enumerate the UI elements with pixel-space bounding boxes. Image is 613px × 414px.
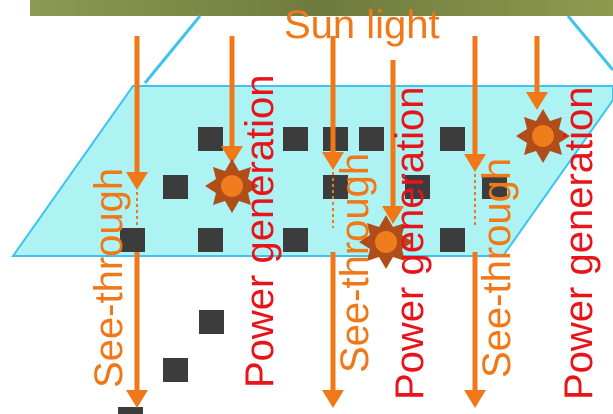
label-power-generation-2: Power generation bbox=[388, 86, 432, 400]
solar-cell bbox=[199, 310, 224, 334]
solar-cell bbox=[323, 175, 348, 199]
solar-cell bbox=[482, 175, 507, 199]
arrow-power-1 bbox=[221, 36, 243, 164]
background-photo-strip bbox=[30, 0, 613, 16]
upper-frame bbox=[143, 15, 613, 84]
label-see-through-1: See-through bbox=[87, 168, 131, 388]
solar-cell bbox=[283, 228, 308, 252]
label-power-generation-3: Power generation bbox=[557, 86, 601, 400]
power-burst-1 bbox=[205, 159, 259, 213]
sunlight-arrows bbox=[126, 36, 548, 408]
arrow-power-3 bbox=[526, 36, 548, 110]
solar-cell bbox=[163, 175, 188, 199]
solar-cell bbox=[120, 228, 145, 252]
arrow-see-through-3 bbox=[464, 36, 486, 408]
solar-cell bbox=[198, 127, 223, 151]
solar-cell bbox=[118, 407, 143, 414]
diagram-title: Sun light bbox=[284, 3, 440, 47]
power-burst-3 bbox=[516, 109, 570, 163]
arrow-power-2 bbox=[382, 60, 404, 224]
label-see-through-3: See-through bbox=[475, 158, 519, 378]
label-power-generation-1: Power generation bbox=[238, 74, 282, 388]
solar-cell bbox=[283, 127, 308, 151]
solar-cell bbox=[198, 228, 223, 252]
arrow-see-through-2 bbox=[322, 36, 344, 408]
solar-cell bbox=[440, 228, 465, 252]
solar-cell bbox=[163, 358, 188, 382]
power-burst-2 bbox=[359, 215, 413, 269]
solar-cell bbox=[359, 127, 384, 151]
solar-cell bbox=[405, 175, 430, 199]
solar-cell bbox=[440, 127, 465, 151]
label-see-through-2: See-through bbox=[333, 153, 377, 373]
arrow-see-through-1 bbox=[126, 36, 148, 408]
